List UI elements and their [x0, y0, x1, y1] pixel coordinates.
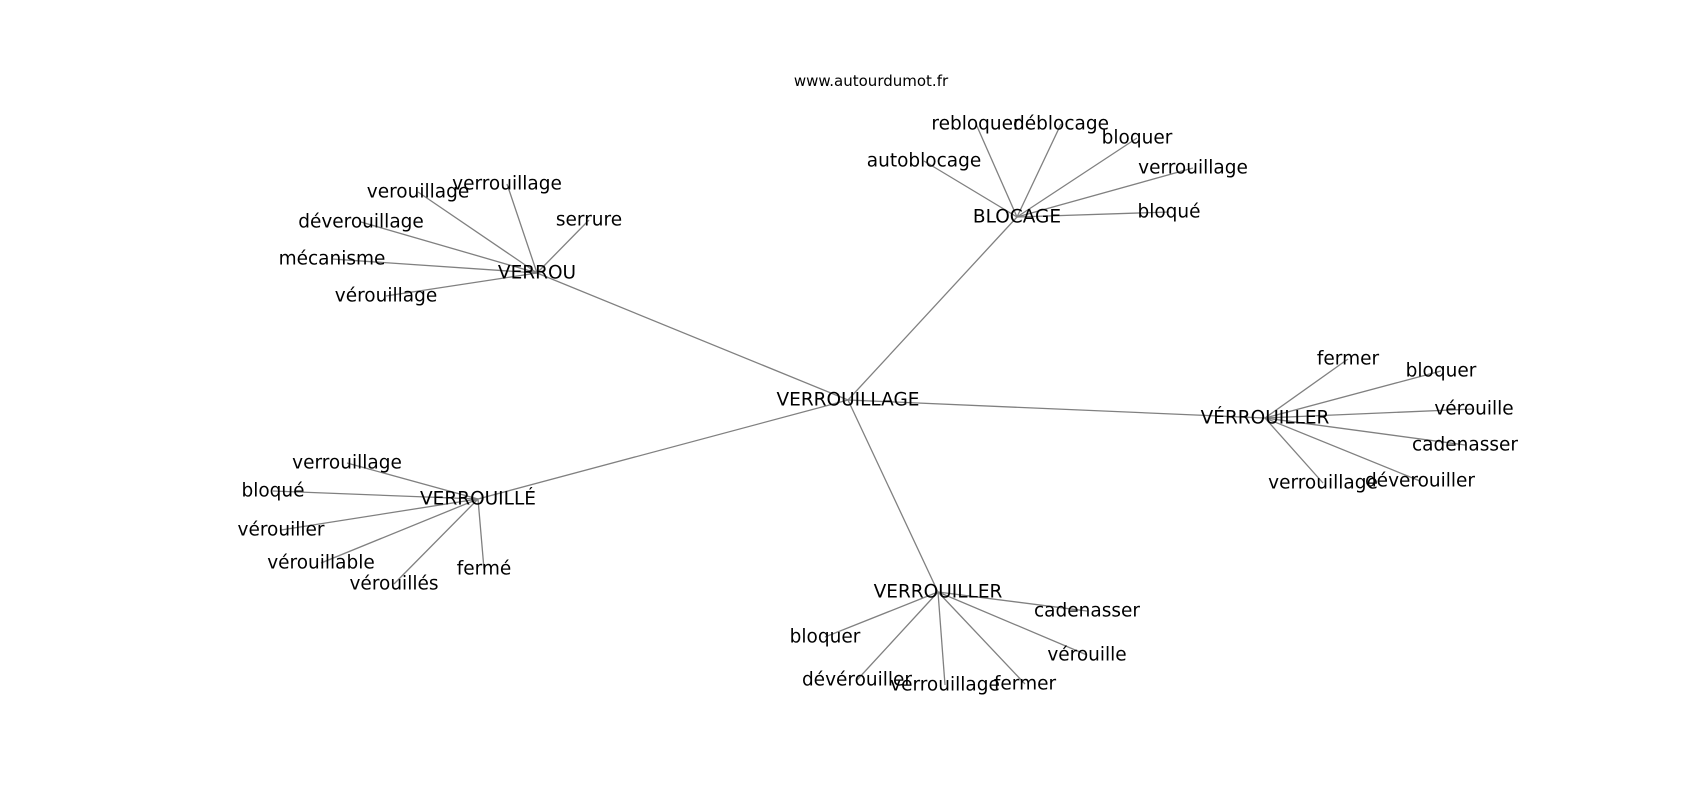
edge-hub-leaf [975, 123, 1018, 218]
edge-hub-leaf [1016, 123, 1062, 218]
edge-hub-leaf [536, 219, 590, 274]
leaf-node-label: verrouillage [292, 453, 402, 474]
hub-node-label: VÉRROUILLER [1201, 407, 1330, 429]
edge-hub-leaf [1264, 417, 1324, 484]
leaf-node-label: vérouillable [267, 553, 375, 574]
edge-hub-leaf [346, 462, 479, 500]
edge-center-hub [847, 399, 939, 593]
label-layer: VERROUILLAGEVERROUverouillageverrouillag… [238, 114, 1519, 696]
edge-hub-leaf [320, 498, 479, 564]
edge-center-hub [536, 272, 849, 401]
leaf-node-label: vérouille [1434, 399, 1513, 420]
leaf-node-label: verrouillage [1138, 158, 1248, 179]
edge-hub-leaf [393, 498, 479, 585]
edge-hub-leaf [1016, 137, 1138, 218]
leaf-node-label: dévérouiller [802, 670, 912, 691]
edge-hub-leaf [506, 183, 538, 274]
leaf-node-label: serrure [556, 210, 622, 231]
edge-hub-leaf [1264, 370, 1442, 419]
leaf-node-label: autoblocage [867, 151, 981, 172]
edge-hub-leaf [385, 272, 538, 297]
leaf-node-label: cadenasser [1034, 601, 1140, 622]
edge-layer [272, 123, 1475, 686]
edge-hub-leaf [923, 160, 1018, 218]
leaf-node-label: vérouille [1047, 645, 1126, 666]
edge-hub-leaf [937, 591, 1088, 612]
leaf-node-label: fermer [994, 674, 1057, 695]
edge-hub-leaf [1264, 408, 1475, 419]
leaf-node-label: fermé [457, 559, 512, 580]
leaf-node-label: mécanisme [279, 249, 386, 270]
edge-center-hub [477, 399, 849, 500]
edge-hub-leaf [1264, 417, 1421, 482]
edge-hub-leaf [477, 498, 485, 570]
leaf-node-label: bloqué [1137, 202, 1200, 223]
hub-node-label: VERROUILLÉ [420, 488, 536, 510]
edge-hub-leaf [1264, 417, 1466, 446]
edge-hub-leaf [937, 591, 1026, 685]
edge-hub-leaf [856, 591, 939, 681]
leaf-node-label: rebloquer [931, 114, 1021, 135]
leaf-node-label: vérouiller [238, 520, 325, 541]
leaf-node-label: bloquer [790, 627, 861, 648]
leaf-node-label: verrouillage [890, 675, 1000, 696]
leaf-node-label: déverouillage [298, 212, 424, 233]
edge-hub-leaf [1016, 167, 1194, 218]
edge-hub-leaf [1016, 211, 1170, 218]
leaf-node-label: déverouiller [1365, 471, 1475, 492]
edge-hub-leaf [331, 258, 538, 274]
edge-hub-leaf [272, 490, 479, 500]
hub-node-label: VERROU [498, 263, 576, 284]
edge-hub-leaf [937, 591, 946, 686]
watermark: www.autourdumot.fr [793, 72, 949, 90]
edge-hub-leaf [280, 498, 479, 531]
hub-node-label: BLOCAGE [973, 207, 1061, 228]
leaf-node-label: vérouillés [349, 574, 438, 595]
edge-center-hub [847, 216, 1018, 401]
leaf-node-label: verrouillage [452, 174, 562, 195]
hub-node-label: VERROUILLER [874, 582, 1003, 603]
edge-hub-leaf [417, 191, 538, 274]
leaf-node-label: déblocage [1013, 114, 1109, 135]
center-node-label: VERROUILLAGE [776, 390, 919, 411]
leaf-node-label: fermer [1317, 349, 1380, 370]
edge-center-hub [847, 399, 1266, 419]
edge-hub-leaf [937, 591, 1088, 656]
leaf-node-label: vérouillage [335, 286, 437, 307]
leaf-node-label: verouillage [367, 182, 469, 203]
edge-hub-leaf [360, 221, 538, 274]
leaf-node-label: verrouillage [1268, 473, 1378, 494]
leaf-node-label: bloquer [1406, 361, 1477, 382]
edge-hub-leaf [824, 591, 939, 638]
edge-hub-leaf [1264, 358, 1349, 419]
leaf-node-label: cadenasser [1412, 435, 1518, 456]
leaf-node-label: bloquer [1102, 128, 1173, 149]
leaf-node-label: bloqué [241, 481, 304, 502]
